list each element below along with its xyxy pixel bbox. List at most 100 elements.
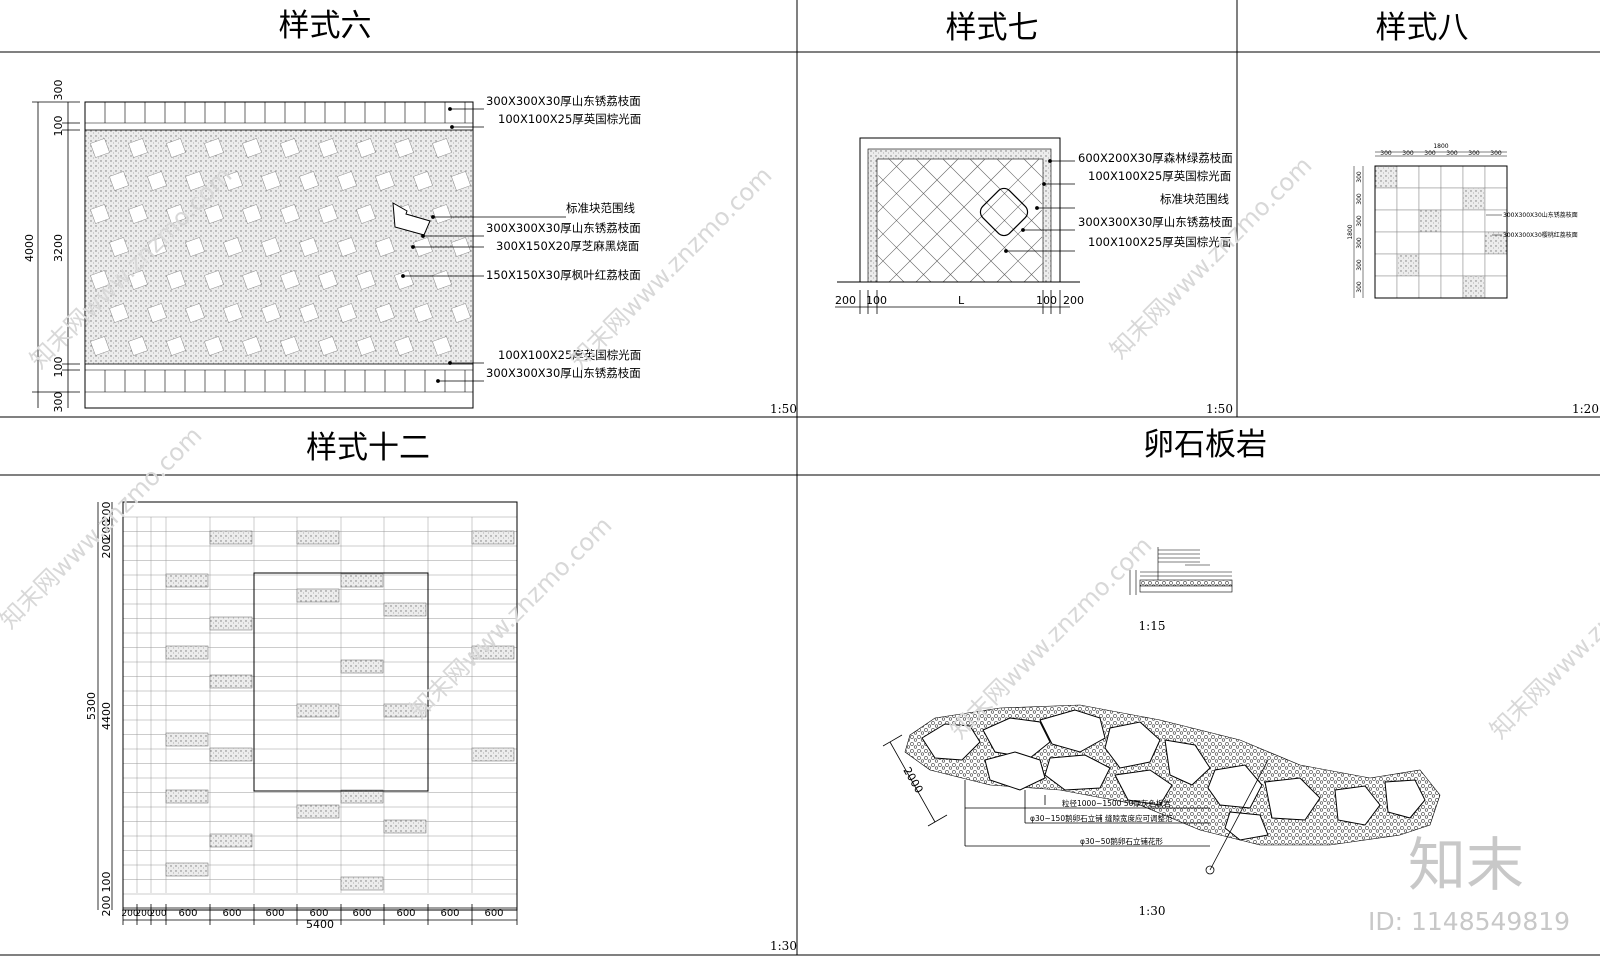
white-tile xyxy=(147,237,167,257)
slate-stone-2 xyxy=(1039,709,1106,753)
white-tile xyxy=(128,336,148,356)
speckled-tile xyxy=(165,645,209,660)
white-tile xyxy=(261,237,281,257)
slate-stone-4 xyxy=(1044,754,1111,791)
diag-joint xyxy=(915,158,1040,283)
watermark-7: 知末网www.znzmo.com xyxy=(1484,531,1600,744)
grey-tile xyxy=(1396,253,1420,277)
label-p8-0: 300X300X30山东锈荔枝面 xyxy=(1503,211,1578,219)
white-tile xyxy=(299,303,319,323)
dim-p6-100-bot: 100 xyxy=(52,357,65,378)
label-pb-1: φ30~150鹅卵石立铺 缝隙宽度应可调整范 xyxy=(1030,813,1173,823)
scale-pb-2: 1:30 xyxy=(1139,904,1166,918)
white-tile xyxy=(337,303,357,323)
style-7-plan: 200 100 L 100 200 600X200X30厚森林绿荔枝面 100X… xyxy=(835,137,1233,314)
light-tile xyxy=(1440,187,1464,211)
dim-p12-bottom-4: 600 xyxy=(222,908,241,919)
dim-p12-bottom-9: 600 xyxy=(440,908,459,919)
light-tile xyxy=(1440,165,1464,189)
speckled-tile xyxy=(296,703,340,718)
white-tile xyxy=(356,204,376,224)
dim-p8-top-total: 1800 xyxy=(1433,143,1448,150)
dim-p7-L: L xyxy=(958,294,965,307)
label-p7-2: 标准块范围线 xyxy=(1160,192,1229,206)
white-tile xyxy=(318,204,338,224)
label-p6-0: 300X300X30厚山东锈荔枝面 xyxy=(486,94,641,108)
light-tile xyxy=(1440,253,1464,277)
speckled-tile xyxy=(383,819,427,834)
grey-tile xyxy=(1462,187,1486,211)
diag-joint xyxy=(878,175,986,283)
white-tile xyxy=(90,270,110,290)
speckled-tile xyxy=(209,616,253,631)
light-tile xyxy=(1374,187,1398,211)
white-tile xyxy=(432,204,452,224)
dim-p6-4000: 4000 xyxy=(23,234,36,262)
white-tile xyxy=(204,336,224,356)
slate-stone-11 xyxy=(1334,785,1381,826)
white-tile xyxy=(413,171,433,191)
pebble-slate-plan: 2000 粒径1000~1500 50厚灰色板岩 φ30~150鹅卵石立铺 缝隙… xyxy=(882,704,1441,875)
dim-p6-300-top: 300 xyxy=(52,80,65,101)
white-tile xyxy=(223,171,243,191)
white-tile xyxy=(394,270,414,290)
light-tile xyxy=(1484,253,1508,277)
scale-p12: 1:30 xyxy=(770,939,797,953)
label-p6-5: 150X150X30厚枫叶红荔枝面 xyxy=(486,268,641,282)
dim-p12-200-b: 200 xyxy=(100,520,113,541)
dim-p8-left-1: 300 xyxy=(1356,171,1363,183)
slate-stone-12 xyxy=(1384,779,1426,819)
diag-joint xyxy=(996,158,1043,205)
white-tile xyxy=(166,138,186,158)
dim-p8-left-4: 300 xyxy=(1356,237,1363,249)
white-tile xyxy=(356,270,376,290)
scale-p6: 1:50 xyxy=(770,402,797,416)
title-style-12: 样式十二 xyxy=(306,430,430,466)
label-pb-2: φ30~50鹅卵石立铺花形 xyxy=(1080,836,1163,846)
dim-p12-bottom-5: 600 xyxy=(265,908,284,919)
slate-stone-10 xyxy=(1224,811,1269,841)
label-p8-1: 300X300X30樱桃红荔枝面 xyxy=(1503,231,1578,239)
diag-joint xyxy=(888,158,1013,283)
light-tile xyxy=(1374,275,1398,299)
slate-stone-5 xyxy=(1104,721,1161,769)
light-tile xyxy=(1396,187,1420,211)
diag-joint xyxy=(877,158,959,240)
dim-pb-2000: 2000 xyxy=(900,765,925,796)
dim-p8-top-1: 300 xyxy=(1380,150,1392,157)
speckled-tile xyxy=(165,862,209,877)
dim-p12-5300: 5300 xyxy=(85,692,98,720)
dim-p8-top-2: 300 xyxy=(1402,150,1414,157)
white-tile xyxy=(90,204,110,224)
light-tile xyxy=(1440,275,1464,299)
white-tile xyxy=(147,303,167,323)
label-p6-3: 300X300X30厚山东锈荔枝面 xyxy=(486,221,641,235)
dim-p12-bottom-10: 600 xyxy=(484,908,503,919)
dim-p12-bottom-3: 600 xyxy=(178,908,197,919)
diag-joint xyxy=(969,210,1042,283)
label-pb-0: 粒径1000~1500 50厚灰色板岩 xyxy=(1062,798,1171,808)
white-tile xyxy=(299,237,319,257)
slate-stone-9 xyxy=(1264,777,1321,821)
white-tile xyxy=(166,270,186,290)
dim-p12-bottom-1: 200 xyxy=(135,909,152,919)
white-tile xyxy=(337,171,357,191)
white-tile xyxy=(185,171,205,191)
white-tile xyxy=(394,138,414,158)
dim-p12-bottom-6: 600 xyxy=(309,908,328,919)
speckled-tile xyxy=(209,747,253,762)
dim-p12-200-a: 200 xyxy=(100,502,113,523)
watermark-4: 知末网www.znzmo.com xyxy=(0,421,207,634)
white-tile xyxy=(223,237,243,257)
speckled-tile xyxy=(209,833,253,848)
speckled-tile xyxy=(340,573,384,588)
white-tile xyxy=(375,303,395,323)
white-tile xyxy=(413,303,433,323)
white-tile xyxy=(451,303,471,323)
white-tile xyxy=(166,336,186,356)
speckled-tile xyxy=(383,602,427,617)
white-tile xyxy=(318,336,338,356)
label-p6-1: 100X100X25厚英国棕光面 xyxy=(498,112,641,126)
white-tile xyxy=(185,237,205,257)
light-tile xyxy=(1418,165,1442,189)
